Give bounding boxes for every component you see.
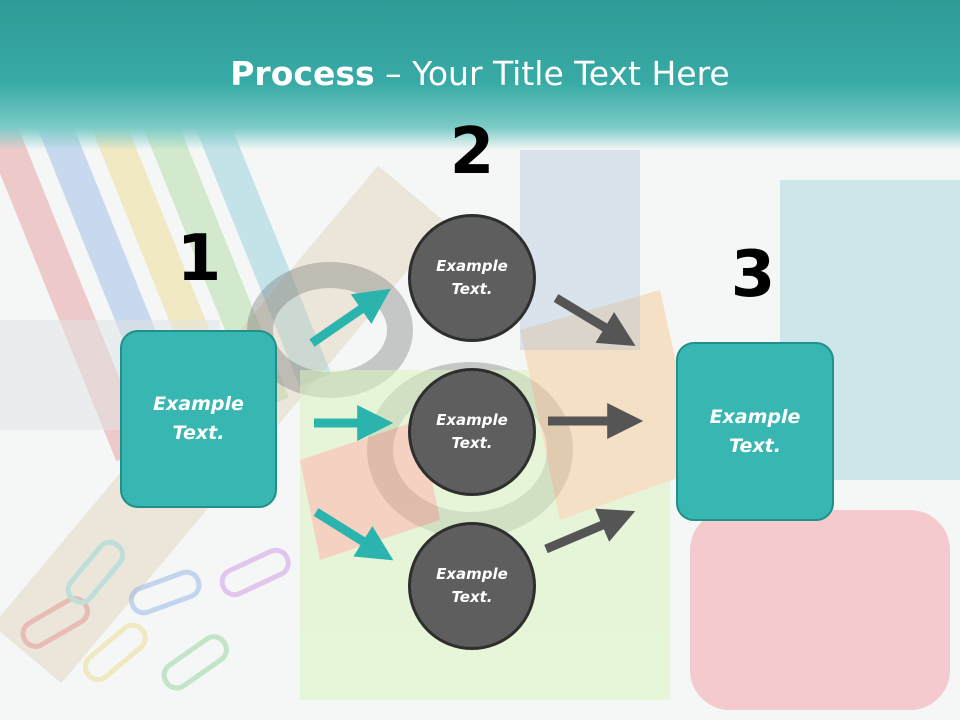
title-rest: – Your Title Text Here xyxy=(374,54,730,93)
title-bold: Process xyxy=(230,54,375,93)
circle-middle-line2: Text. xyxy=(451,434,493,452)
circle-top-line2: Text. xyxy=(451,280,493,298)
arrow-right-down xyxy=(544,508,636,554)
circle-bottom-line2: Text. xyxy=(451,588,493,606)
step-number-2: 2 xyxy=(449,115,495,189)
left-box-line2: Text. xyxy=(172,422,225,444)
arrow-left-down xyxy=(313,508,394,561)
step-number-1: 1 xyxy=(176,222,222,296)
circle-middle-line1: Example xyxy=(436,411,508,429)
right-box-line2: Text. xyxy=(729,434,781,457)
arrow-left-up xyxy=(309,288,391,347)
right-box-line1: Example xyxy=(709,405,801,428)
step-number-3: 3 xyxy=(730,238,776,312)
circle-bottom-line1: Example xyxy=(436,565,508,583)
title-bar xyxy=(0,0,960,150)
arrow-right-up xyxy=(553,294,636,347)
left-box-line1: Example xyxy=(153,393,244,415)
slide-title: Process – Your Title Text Here xyxy=(0,52,960,96)
circle-top-line1: Example xyxy=(436,257,508,275)
